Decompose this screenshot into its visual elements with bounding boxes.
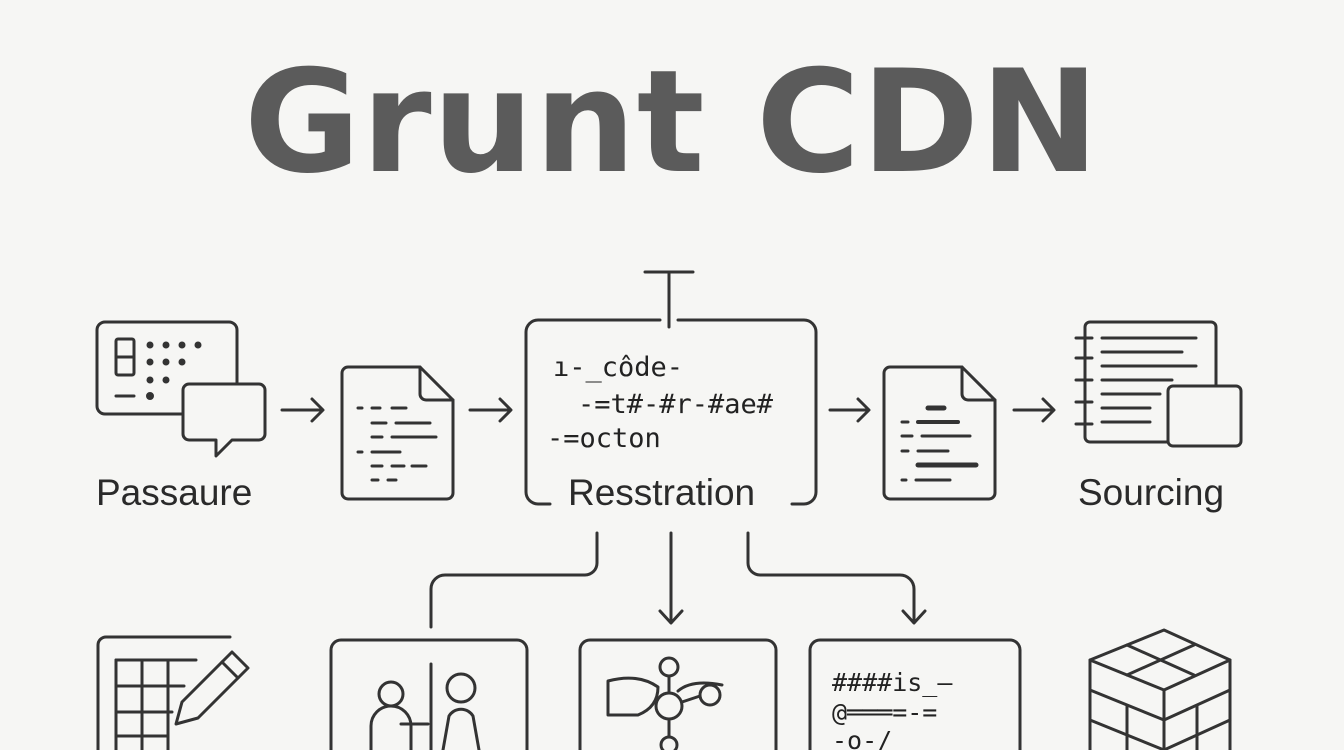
grid-pencil-icon bbox=[96, 635, 250, 750]
cube-stack-icon bbox=[1088, 628, 1232, 750]
script-line: @═══=-= bbox=[832, 698, 938, 727]
code-line: -=t#-#r-#ae# bbox=[578, 389, 774, 420]
central-box-frame bbox=[524, 270, 818, 506]
list-window-icon bbox=[1074, 320, 1243, 448]
script-box-frame bbox=[808, 638, 1022, 750]
flow-arrow bbox=[468, 397, 513, 423]
branch-connector bbox=[658, 531, 684, 625]
document-icon bbox=[340, 365, 455, 501]
network-node-icon bbox=[578, 638, 778, 750]
people-icon bbox=[329, 638, 529, 750]
node-label-sourcing: Sourcing bbox=[1078, 472, 1225, 513]
document-icon bbox=[882, 365, 997, 501]
flow-arrow bbox=[828, 397, 871, 423]
code-line: -=octon bbox=[547, 423, 661, 454]
script-line: ####is_— bbox=[832, 668, 953, 697]
node-label-restration: Resstration bbox=[568, 472, 756, 513]
flow-arrow bbox=[280, 397, 325, 423]
flow-arrow bbox=[1012, 397, 1056, 423]
node-label-passaure: Passaure bbox=[96, 472, 253, 513]
script-line: -o-/ bbox=[832, 726, 893, 750]
diagram-title: Grunt CDN bbox=[243, 40, 1100, 205]
terminal-chat-icon bbox=[95, 320, 267, 458]
branch-connector bbox=[746, 531, 927, 625]
branch-connector bbox=[429, 531, 599, 629]
code-line: ı-_côde- bbox=[553, 352, 684, 383]
